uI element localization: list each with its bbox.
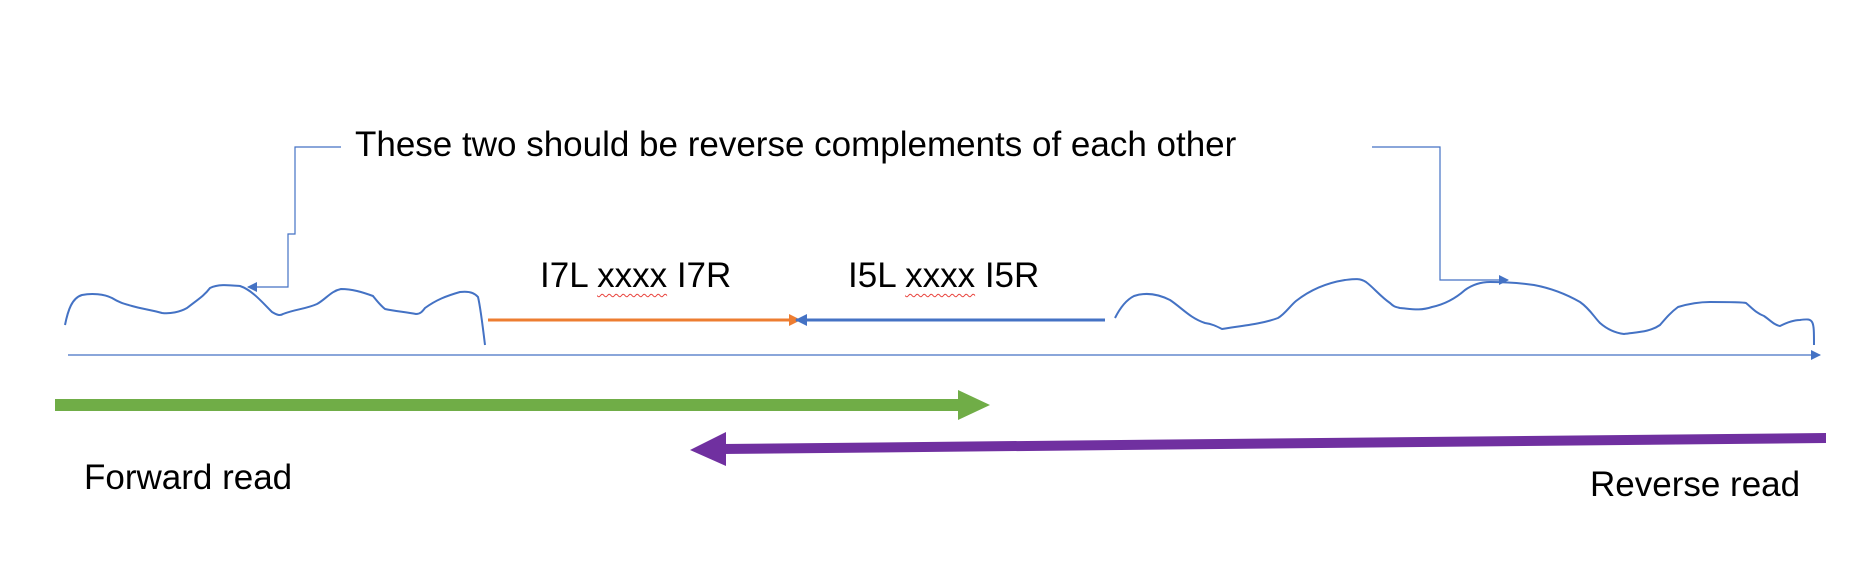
i5-right-label: I5R xyxy=(984,256,1040,295)
i7-segment-label: I7L xxxx I7R xyxy=(540,258,731,293)
i7-middle-label: xxxx xyxy=(597,256,668,295)
callout-title: These two should be reverse complements … xyxy=(355,125,1237,164)
genomic-sequence-left xyxy=(64,284,486,346)
callout-connector-right xyxy=(1372,146,1509,285)
i7-right-label: I7R xyxy=(676,256,732,295)
reverse-read-label: Reverse read xyxy=(1590,465,1801,504)
callout-connector-left xyxy=(247,146,341,292)
i5-middle-label: xxxx xyxy=(905,256,976,295)
forward-read-label: Forward read xyxy=(84,458,293,497)
i5-segment-label: I5L xxxx I5R xyxy=(848,258,1039,293)
forward-read-arrow xyxy=(55,390,990,420)
i7-left-label: I7L xyxy=(540,256,588,295)
genomic-sequence-right xyxy=(1114,278,1815,346)
reverse-read-arrow xyxy=(690,432,1826,466)
i5-left-label: I5L xyxy=(848,256,896,295)
